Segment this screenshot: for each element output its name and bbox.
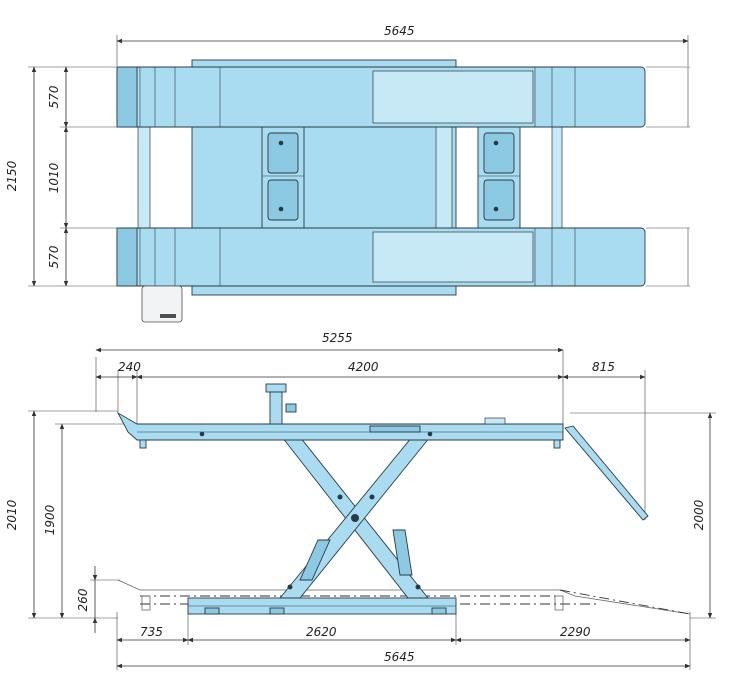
dim-platform-height: 1900: [43, 504, 57, 535]
dim-platform-length: 4200: [348, 360, 379, 374]
jack-left: [261, 126, 305, 229]
cross-member-left: [137, 126, 151, 229]
top-view: 5645 2150 570 1010 570: [5, 24, 690, 323]
scissor-mechanism: [279, 436, 431, 599]
dim-ramp-height: 2000: [692, 499, 706, 530]
side-view: 5255 240 4200 815 2010 1900 260 2000: [5, 331, 716, 670]
cross-member-right: [551, 126, 563, 229]
dim-bottom-base: 2620: [306, 625, 337, 639]
platform-raised: [116, 411, 564, 449]
dim-front-overhang: 240: [118, 360, 141, 374]
dim-overall-length: 5645: [384, 24, 415, 38]
control-box-handle: [160, 314, 176, 318]
dim-bottom-front: 735: [140, 625, 163, 639]
platform-jack: [265, 383, 297, 425]
dim-overall-width: 2150: [5, 160, 19, 191]
dim-bottom-overall: 5645: [384, 650, 415, 664]
ramp-raised: [564, 425, 649, 521]
dim-ramp-projection: 815: [592, 360, 615, 374]
jack-right: [477, 126, 521, 229]
runway-lower: [116, 227, 646, 287]
dim-platform-width-2: 570: [47, 245, 61, 268]
dim-platform-width-1: 570: [47, 85, 61, 108]
dim-gap-width: 1010: [47, 162, 61, 193]
dim-max-height-overall: 2010: [5, 499, 19, 530]
dim-top-overall: 5255: [322, 331, 353, 345]
control-box: [141, 285, 183, 323]
dim-min-height: 260: [76, 588, 90, 611]
cross-member-middle: [435, 126, 453, 229]
dim-bottom-ramp: 2290: [560, 625, 591, 639]
runway-upper: [116, 66, 646, 128]
